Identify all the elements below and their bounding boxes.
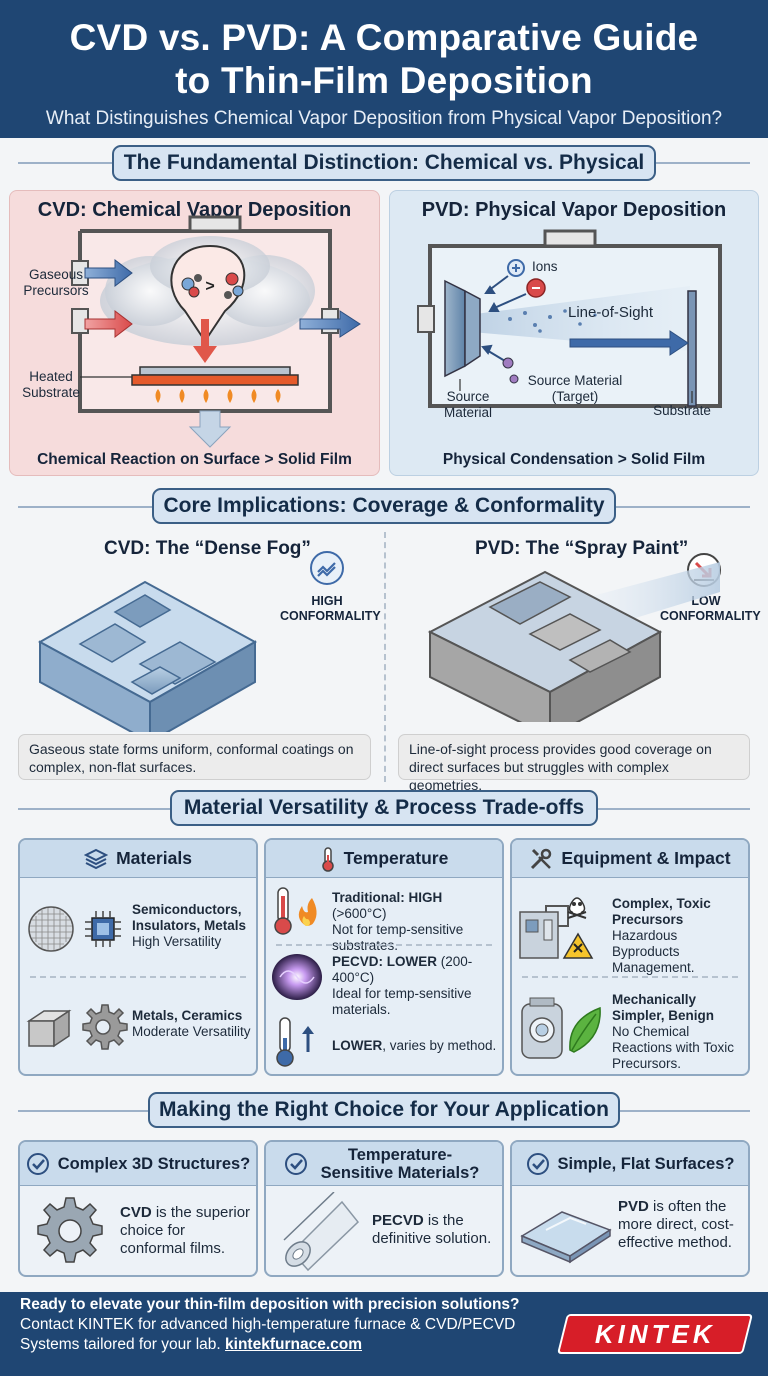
footer-website-link[interactable]: kintekfurnace.com: [225, 1336, 362, 1353]
gear-3d-icon: [37, 1197, 103, 1263]
equipment-card-header: Equipment & Impact: [512, 840, 748, 878]
pvd-panel-footer: Physical Condensation > Solid Film: [442, 451, 706, 468]
chip-icon: [85, 911, 121, 947]
pvd-panel-title: PVD: Physical Vapor Deposition: [421, 199, 727, 221]
section1-title: The Fundamental Distinction: Chemical vs…: [112, 145, 656, 181]
tools-icon: [531, 848, 552, 869]
wafer-icon: [28, 906, 74, 952]
choice-card-temp: Temperature-Sensitive Materials? PECVD i…: [264, 1140, 504, 1277]
temperature-card-header: Temperature: [266, 840, 502, 878]
choice-card-flat-text: PVD is often the more direct, cost-effec…: [618, 1198, 734, 1251]
materials-card-header: Materials: [20, 840, 256, 878]
high-conformality-badge: HIGH CONFORMALITY: [280, 594, 381, 623]
high-conformality-icon: [310, 551, 344, 585]
cvd-panel-title: CVD: Chemical Vapor Deposition: [37, 199, 352, 221]
choice-card-temp-label: Temperature-Sensitive Materials?: [320, 1145, 480, 1182]
choice-card-3d: Complex 3D Structures? CVD is the superi…: [18, 1140, 258, 1277]
flat-plate-icon: [520, 1211, 612, 1264]
pvd-panel: PVD: Physical Vapor Deposition: [389, 190, 759, 476]
gear-icon: [82, 1004, 128, 1050]
choice-card-3d-header: Complex 3D Structures?: [20, 1142, 256, 1186]
equipment-card: Equipment & Impact Complex, Toxic Precur…: [510, 838, 750, 1076]
temperature-item3: LOWER, varies by method.: [332, 1038, 497, 1053]
ions-label: Ions: [532, 259, 558, 274]
pvd-conformality-description: Line-of-sight process provides good cove…: [398, 734, 750, 793]
check-circle-icon: [285, 1152, 307, 1175]
choice-card-temp-header: Temperature-Sensitive Materials?: [266, 1142, 502, 1186]
cvd-panel-footer: Chemical Reaction on Surface > Solid Fil…: [37, 451, 352, 468]
gaseous-precursors-label: Gaseous Precursors: [23, 267, 89, 298]
cvd-panel: CVD: Chemical Vapor Deposition >: [9, 190, 380, 476]
section4-title: Making the Right Choice for Your Applica…: [148, 1092, 620, 1128]
cvd-3d-structure-icon: [37, 580, 258, 732]
pvd-spray-paint-title: PVD: The “Spray Paint”: [475, 538, 689, 559]
materials-divider: [30, 976, 246, 978]
pvd-substrate-label: Substrate: [653, 403, 711, 418]
temperature-item1: Traditional: HIGH (>600°C)Not for temp-s…: [332, 890, 464, 953]
plasma-icon: [272, 954, 322, 1000]
footer-contact: Contact KINTEK for advanced high-tempera…: [20, 1316, 516, 1333]
section2-vertical-divider: [384, 532, 386, 782]
page-subtitle: What Distinguishes Chemical Vapor Deposi…: [45, 108, 723, 129]
footer-systems: Systems tailored for your lab. kintekfur…: [20, 1336, 362, 1353]
reaction-symbol: >: [205, 278, 214, 295]
check-circle-icon: [526, 1152, 549, 1175]
temperature-card: Temperature Traditional: HIGH (>600°C)No…: [264, 838, 504, 1076]
kintek-logo: KINTEK: [557, 1314, 753, 1354]
cvd-equipment-icon: [519, 897, 594, 959]
pvd-3d-structure-icon: [427, 562, 720, 722]
title-line-1: CVD vs. PVD: A Comparative Guide: [69, 17, 699, 58]
choice-card-temp-text: PECVD is the definitive solution.: [372, 1212, 492, 1247]
temperature-header-label: Temperature: [343, 848, 449, 868]
check-circle-icon: [26, 1152, 49, 1175]
choice-card-flat-label: Simple, Flat Surfaces?: [557, 1154, 735, 1173]
temperature-divider: [276, 944, 492, 946]
equipment-divider: [522, 976, 738, 978]
materials-card: Materials Semiconductors, Insulators, Me…: [18, 838, 258, 1076]
line-of-sight-label: Line-of-Sight: [568, 304, 654, 321]
cvd-dense-fog-title: CVD: The “Dense Fog”: [104, 538, 311, 559]
materials-header-label: Materials: [116, 848, 192, 868]
choice-card-flat: Simple, Flat Surfaces? PVD is often the …: [510, 1140, 750, 1277]
choice-card-flat-header: Simple, Flat Surfaces?: [512, 1142, 748, 1186]
low-conformality-badge: LOW CONFORMALITY: [660, 594, 761, 623]
source-target-label: Source Material (Target): [527, 373, 623, 404]
section2-title: Core Implications: Coverage & Conformali…: [152, 488, 616, 524]
low-temp-thermometer-icon: [276, 1017, 314, 1067]
cvd-chamber-diagram: >: [71, 215, 361, 448]
pvd-equipment-icon: [521, 997, 601, 1059]
footer-tagline: Ready to elevate your thin-film depositi…: [20, 1296, 520, 1313]
heated-substrate-label: Heated Substrate: [22, 369, 80, 400]
pvd-chamber-diagram: [417, 229, 722, 408]
equipment-header-label: Equipment & Impact: [561, 848, 731, 868]
cvd-conformality-description: Gaseous state forms uniform, conformal c…: [18, 734, 371, 780]
temperature-item2: PECVD: LOWER (200-400°C)Ideal for temp-s…: [332, 954, 473, 1017]
metal-block-icon: [26, 1009, 72, 1048]
layers-icon: [84, 848, 109, 869]
high-temp-thermometer-icon: [274, 887, 317, 935]
thermometer-icon: [321, 846, 334, 872]
choice-card-3d-text: CVD is the superior choice for conformal…: [120, 1204, 251, 1257]
section3-title: Material Versatility & Process Trade-off…: [170, 790, 598, 826]
choice-card-3d-label: Complex 3D Structures?: [57, 1154, 251, 1173]
footer: Ready to elevate your thin-film depositi…: [0, 1292, 768, 1376]
title-line-2: to Thin-Film Deposition: [175, 60, 593, 101]
film-roll-icon: [283, 1192, 360, 1272]
source-material-label: Source Material: [443, 389, 492, 420]
